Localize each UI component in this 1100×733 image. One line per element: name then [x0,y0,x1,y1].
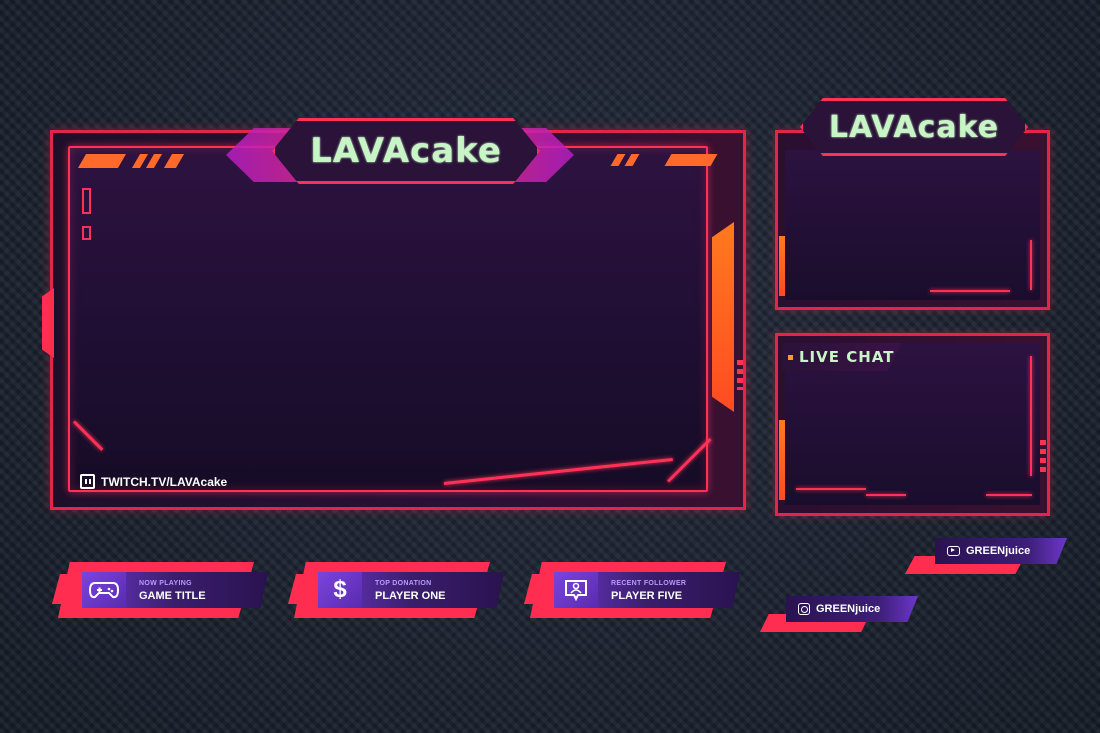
widget-title: PLAYER ONE [375,590,446,602]
main-right-orange-strip [712,222,734,412]
now-playing-widget: NOW PLAYING GAME TITLE [52,560,268,620]
main-right-ticks [737,360,743,390]
webcam-title-plate: LAVAcake [800,98,1028,156]
social-bar: GREENjuice [935,538,1067,564]
main-tick-deco [82,188,91,214]
main-title-plate: LAVAcake [272,118,540,184]
dollar-icon: $ [333,576,347,603]
main-slash-deco [664,154,718,166]
chat-header: LIVE CHAT [782,343,902,371]
chat-side-ticks [1040,440,1046,476]
webcam-neon-line [1030,240,1032,290]
webcam-brand-title: LAVAcake [828,109,1000,145]
widget-icon-box [554,572,598,608]
widget-title: GAME TITLE [139,590,206,602]
main-slash-deco [77,154,127,168]
webcam-orange-corner [779,236,785,296]
main-frame-left-tab [42,288,54,358]
chat-neon-line [796,488,866,490]
twitch-icon [80,474,95,489]
widget-icon-box: $ [318,572,362,608]
chat-neon-line [986,494,1032,496]
widget-icon-box [82,572,126,608]
widget-subtitle: TOP DONATION [375,580,432,587]
widget-subtitle: NOW PLAYING [139,580,192,587]
instagram-handle: GREENjuice [816,603,881,615]
main-tick-deco [82,226,91,240]
gamepad-icon [89,582,119,599]
chat-neon-line [1030,356,1032,476]
youtube-icon [947,546,960,556]
top-donation-widget: $ TOP DONATION PLAYER ONE [288,560,504,620]
social-bar: GREENjuice [786,596,918,622]
main-stream-screen [68,146,708,492]
channel-url: TWITCH.TV/LAVAcake [101,474,228,489]
instagram-tag[interactable]: GREENjuice [760,596,920,632]
widget-subtitle: RECENT FOLLOWER [611,580,687,587]
follower-icon [565,580,587,601]
youtube-tag[interactable]: GREENjuice [905,538,1067,574]
chat-orange-corner [779,420,785,500]
webcam-neon-line [930,290,1010,292]
youtube-handle: GREENjuice [966,545,1031,557]
channel-link[interactable]: TWITCH.TV/LAVAcake [80,474,227,489]
chat-title: LIVE CHAT [799,348,895,366]
chat-neon-line [866,494,906,496]
chat-bullet [788,354,793,360]
main-brand-title: LAVAcake [310,131,502,171]
recent-follower-widget: RECENT FOLLOWER PLAYER FIVE [524,560,740,620]
widget-title: PLAYER FIVE [611,590,683,602]
webcam-screen [785,150,1040,300]
instagram-icon [798,603,810,615]
